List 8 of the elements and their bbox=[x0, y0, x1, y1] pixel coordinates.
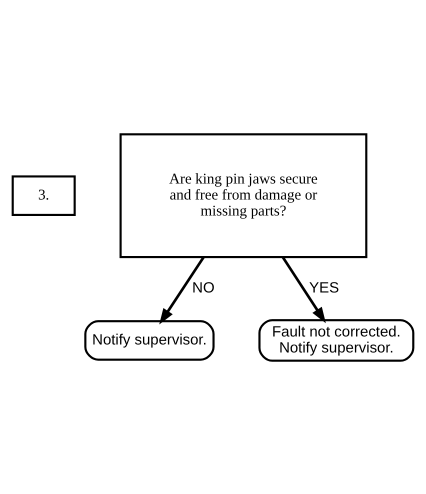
node-box: 3. bbox=[12, 174, 76, 216]
node-box: Fault not corrected. Notify supervisor. bbox=[258, 318, 414, 362]
edge-label: NO bbox=[192, 279, 215, 296]
node-box: Notify supervisor. bbox=[84, 320, 215, 360]
arrow bbox=[282, 256, 326, 323]
edge-label: YES bbox=[309, 279, 340, 296]
node-box: Are king pin jaws secure and free from damage or missing parts? bbox=[120, 132, 368, 258]
arrow bbox=[159, 256, 205, 324]
